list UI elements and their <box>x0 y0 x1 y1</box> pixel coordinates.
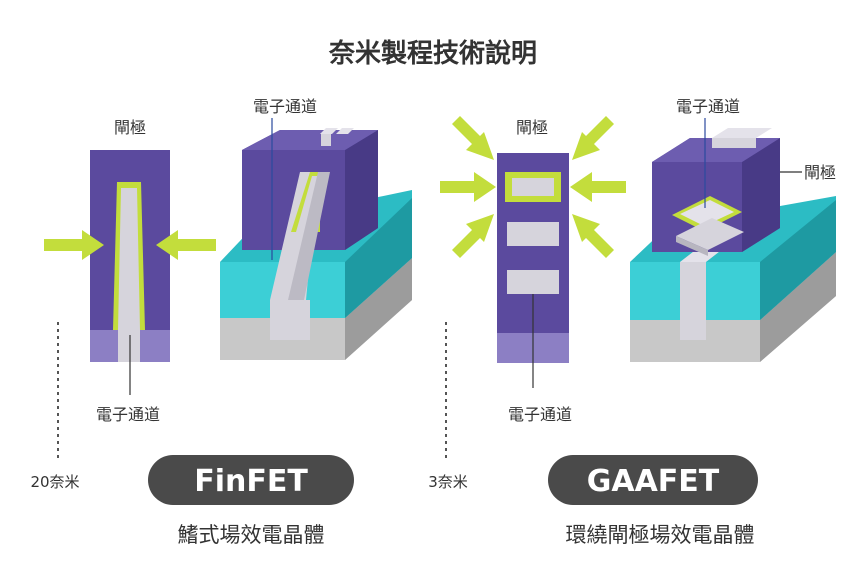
gaafet-channel-1 <box>512 178 554 196</box>
gaafet-subtitle: 環繞閘極場效電晶體 <box>566 523 755 547</box>
arrow-right-icon <box>440 172 496 202</box>
finfet-channel-label-bottom: 電子通道 <box>96 405 160 424</box>
arrow-up-right-icon <box>452 214 494 258</box>
finfet-3d-view: 電子通道 <box>220 97 412 360</box>
gaafet-badge-text: GAAFET <box>587 464 720 499</box>
gaafet-gate-label-side: 閘極 <box>804 163 836 182</box>
arrow-left-icon <box>44 230 104 260</box>
arrow-right-icon <box>156 230 216 260</box>
finfet-badge-text: FinFET <box>194 464 308 499</box>
gaafet-channel-label-top: 電子通道 <box>676 97 740 116</box>
arrow-up-left-icon <box>572 214 614 258</box>
finfet-subtitle: 鰭式場效電晶體 <box>178 523 325 547</box>
arrow-down-left-icon <box>572 116 614 160</box>
finfet-scale-label: 20奈米 <box>30 473 79 491</box>
finfet-gate-label: 閘極 <box>114 118 146 137</box>
arrow-left-icon <box>570 172 626 202</box>
gaafet-scale-label: 3奈米 <box>428 473 468 491</box>
finfet-channel <box>118 188 140 330</box>
finfet-channel-label-top: 電子通道 <box>253 97 317 116</box>
arrow-down-right-icon <box>452 116 494 160</box>
finfet-channel-stem <box>118 330 140 362</box>
gaafet-badge <box>548 455 758 505</box>
gaafet-gate-label-front: 閘極 <box>516 118 548 137</box>
page-title: 奈米製程技術說明 <box>328 38 537 69</box>
finfet-fin-2 <box>288 172 330 300</box>
finfet-badge <box>148 455 354 505</box>
gaafet-3d-view: 電子通道 閘極 <box>630 97 836 362</box>
gaafet-front-view: 閘極 電子通道 <box>440 116 626 424</box>
gaafet-channel-label-bottom: 電子通道 <box>508 405 572 424</box>
gaafet-nanosheet-2 <box>676 218 744 250</box>
finfet-front-view: 閘極 電子通道 <box>44 118 216 424</box>
gaafet-channel-2 <box>507 222 559 246</box>
gaafet-channel-3 <box>507 270 559 294</box>
